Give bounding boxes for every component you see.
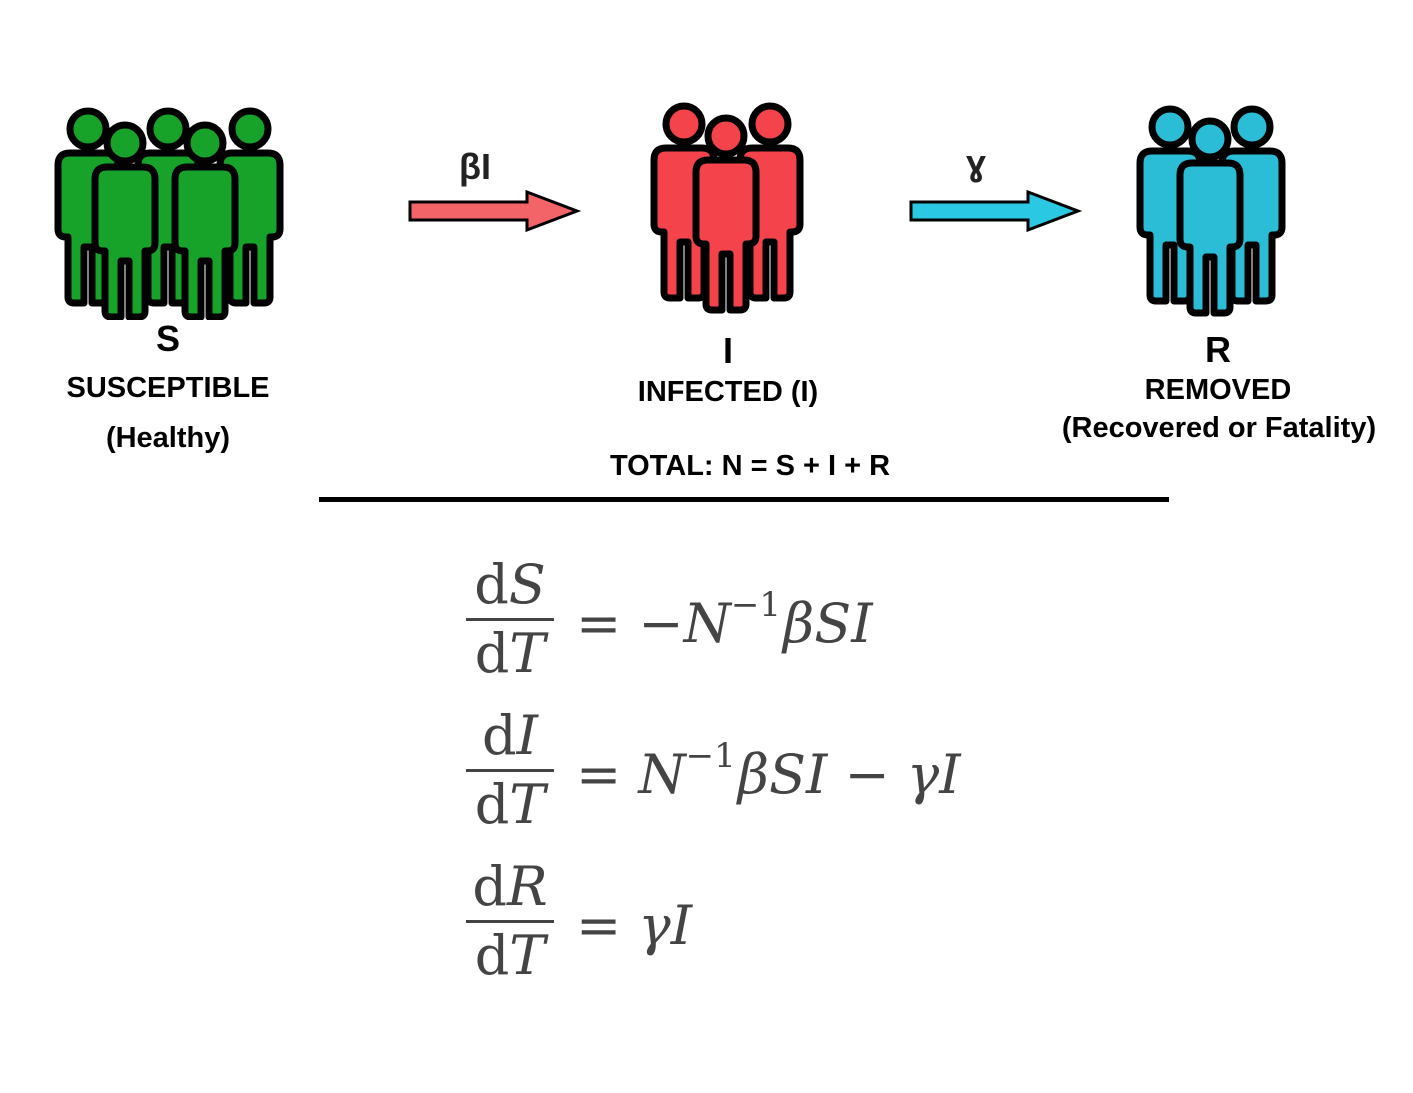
infected-letter: I	[722, 330, 733, 371]
di-rhs: = N−1βSI − γI	[576, 735, 961, 806]
ds-rhs: = −N−1βSI	[576, 584, 873, 655]
susceptible-name: SUSCEPTIBLE	[66, 372, 270, 404]
dr-fraction: dR dT	[466, 854, 554, 989]
infected-name: INFECTED (I)	[637, 376, 819, 408]
removal-rate-label: ɣ	[966, 142, 987, 183]
susceptible-sub: (Healthy)	[105, 422, 231, 454]
total-formula: TOTAL: N = S + I + R	[609, 450, 891, 482]
infection-rate-label: βI	[459, 146, 491, 187]
divider-line	[319, 497, 1169, 502]
removed-name: REMOVED	[1144, 374, 1292, 406]
susceptible-people-icon	[40, 105, 300, 325]
ds-fraction: dS dT	[466, 552, 554, 687]
susceptible-letter: S	[155, 318, 180, 359]
equation-dr: dR dT = γI	[466, 854, 694, 989]
removed-letter: R	[1205, 329, 1231, 370]
infected-people-icon	[640, 100, 820, 320]
removal-arrow	[909, 189, 1083, 233]
removed-people-icon	[1126, 103, 1306, 323]
di-fraction: dI dT	[466, 703, 554, 838]
infection-arrow	[408, 189, 582, 233]
removed-sub: (Recovered or Fatality)	[1061, 412, 1377, 444]
equation-ds: dS dT = −N−1βSI	[466, 552, 873, 687]
dr-rhs: = γI	[576, 893, 693, 957]
equation-di: dI dT = N−1βSI − γI	[466, 703, 961, 838]
